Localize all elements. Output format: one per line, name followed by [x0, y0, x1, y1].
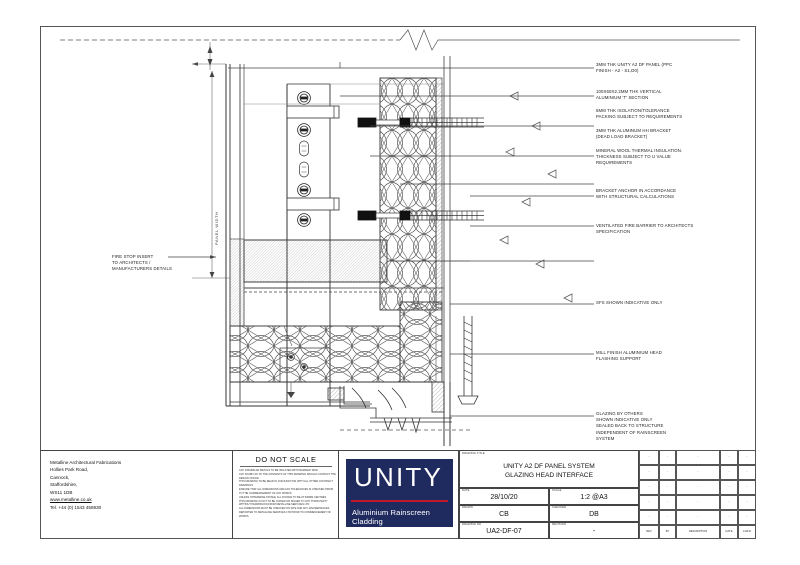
note-leader-lines [228, 62, 594, 417]
company-info-panel [40, 450, 233, 539]
drawing-title-label: DRAWING TITLE [462, 452, 485, 455]
note-hh-bracket: 3MM THK ALUMINUM HH BRACKET (DEAD LOAD B… [596, 128, 672, 140]
rev-row-5-chkd: - [738, 450, 756, 465]
note-sfs: SFS SHOWN INDICATIVE ONLY [596, 300, 663, 305]
note-mineral-wool: MINERAL WOOL THERMAL INSULATION. THICKNE… [596, 148, 683, 166]
date-cell [459, 488, 549, 505]
rev-header-date: DATE [720, 525, 738, 539]
do-not-scale-panel [233, 450, 339, 539]
rev-row-3-rev: - [639, 480, 659, 495]
rev-row-1-description: - [676, 510, 720, 525]
drawing-number-value: UA2-DF-07 [486, 528, 522, 535]
rev-header-rev: REV [639, 525, 659, 539]
rev-row-3-chkd: - [738, 480, 756, 495]
rev-row-1-rev: - [639, 510, 659, 525]
rev-row-4-by: - [659, 465, 676, 480]
rev-row-2-chkd: - [738, 495, 756, 510]
rev-row-5-rev: - [639, 450, 659, 465]
date-value: 28/10/20 [490, 494, 518, 501]
fire-stop-leader [168, 255, 216, 259]
rev-row-3-description: - [676, 480, 720, 495]
general-notes-text: ANY DISSIMILAR METALS TO BE ISOLATED WIT… [239, 469, 336, 518]
checked-by-value: DB [589, 511, 599, 518]
scale-cell [549, 488, 639, 505]
revision-value: - [592, 528, 596, 535]
rev-row-4-chkd: - [738, 465, 756, 480]
drawn-by-value: CB [499, 511, 509, 518]
rev-row-1-chkd: - [738, 510, 756, 525]
rev-row-2-description: - [676, 495, 720, 510]
unity-logo-subtitle: Aluminium Rainscreen Cladding [352, 508, 430, 526]
rev-row-5-date: - [720, 450, 738, 465]
rev-row-4-description: - [676, 465, 720, 480]
checked-by-label: CHECKED [552, 506, 567, 509]
company-line2: Cannock, [50, 474, 70, 480]
scale-value: 1:2 @A3 [580, 494, 608, 501]
note-glazing: GLAZING BY OTHERS SHOWN INDICATIVE ONLY … [596, 411, 667, 441]
rev-row-4-date: - [720, 465, 738, 480]
company-postcode: WS11 1DB [50, 489, 73, 495]
rev-row-2-date: - [720, 495, 738, 510]
drawn-by-label: DRAWN [462, 506, 473, 509]
drawing-number-cell [459, 522, 549, 539]
checked-by-cell [549, 505, 639, 522]
drawn-by-cell [459, 505, 549, 522]
note-fire-barrier: VENTILATED FIRE BARRIER TO ARCHITECTS SP… [596, 223, 694, 235]
company-address: Metalline Architectural Fabrications Hol… [50, 459, 121, 511]
note-panel: 3MM THK UNITY A2 DF PANEL (PPC FINISH - … [596, 62, 673, 74]
note-head-flashing: MILL FINISH ALUMINIUM HEAD FLASHING SUPP… [596, 350, 662, 362]
do-not-scale-title: DO NOT SCALE [255, 455, 317, 464]
company-website-link[interactable]: www.metalline.co.uk [50, 497, 92, 503]
date-label: DATE [462, 489, 470, 492]
note-fire-stop-insert: FIRE STOP INSERT TO ARCHITECTS / MANUFAC… [112, 254, 172, 272]
unity-logo: UNITY Aluminium Rainscreen Cladding [346, 459, 453, 527]
company-line3: Staffordshire, [50, 482, 78, 488]
unity-logo-wordmark: UNITY [354, 462, 443, 492]
drawing-title-cell [459, 450, 639, 488]
rev-row-1-date: - [720, 510, 738, 525]
company-name: Metalline Architectural Fabrications [50, 460, 122, 465]
rev-header-by: BY [659, 525, 676, 539]
company-line1: Hollies Park Road, [50, 467, 89, 473]
construction-detail-drawing [60, 29, 740, 446]
sheet-border [40, 26, 756, 539]
drawing-title-line-1: UNITY A2 DF PANEL SYSTEM [503, 463, 595, 470]
drawing-title-line-2: GLAZING HEAD INTERFACE [505, 472, 593, 479]
rev-header-chkd: CHK'D [738, 525, 756, 539]
rev-row-2-rev: - [639, 495, 659, 510]
unity-logo-rule [351, 500, 448, 502]
do-not-scale-rule [240, 466, 332, 467]
rev-row-3-date: - [720, 480, 738, 495]
revision-label: REVISION [552, 523, 567, 526]
company-telephone: Tel. +44 (0) 1543 456930 [50, 504, 102, 510]
drawing-number-label: DRAWING No. [462, 523, 483, 526]
rev-row-3-by: - [659, 480, 676, 495]
dimension-label-panel-width: PANEL WIDTH [214, 211, 219, 246]
revision-cell [549, 522, 639, 539]
scale-label: SCALE [552, 489, 562, 492]
rev-row-1-by: - [659, 510, 676, 525]
note-bracket-anchor: BRACKET ANCHOR IN ACCORDANCE WITH STRUCT… [596, 188, 677, 200]
titleblock-top-rule [40, 450, 756, 451]
note-isolation-packing: 5MM THK ISOLATION/TOLERANCE PACKING SUBJ… [596, 108, 683, 120]
note-tee-section: 100X60X2.2MM THK VERTICAL ALUMINIUM 'T' … [596, 89, 662, 101]
rev-row-2-by: - [659, 495, 676, 510]
logo-panel [339, 450, 459, 539]
rev-row-5-description: - [676, 450, 720, 465]
rev-row-4-rev: - [639, 465, 659, 480]
rev-row-5-by: - [659, 450, 676, 465]
rev-header-description: DESCRIPTION [676, 525, 720, 539]
